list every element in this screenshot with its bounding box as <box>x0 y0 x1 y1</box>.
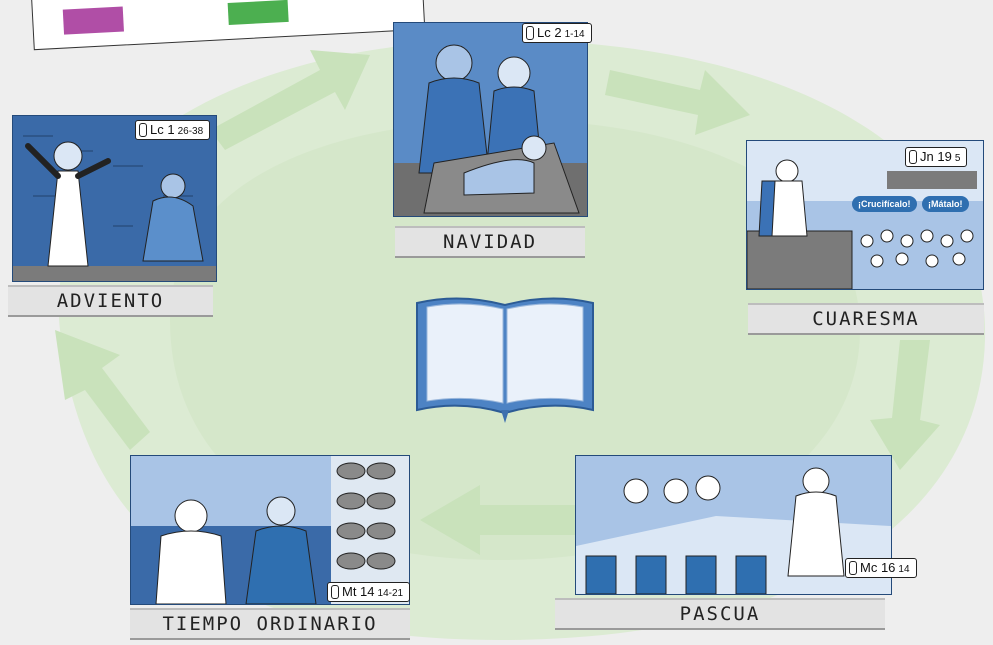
loaves-and-fishes-scene <box>131 456 409 604</box>
arrow-ordinary-to-advent <box>55 330 150 450</box>
ecce-homo-scene <box>747 141 983 289</box>
label-cuaresma: CUARESMA <box>748 303 984 335</box>
panel-tiempo-ordinario <box>130 455 410 605</box>
arrow-lent-to-easter <box>870 340 940 470</box>
resurrection-scene <box>576 456 891 594</box>
label-pascua: PASCUA <box>555 598 885 630</box>
panel-pascua <box>575 455 892 595</box>
panel-navidad <box>393 22 588 217</box>
label-tiempo-ordinario: TIEMPO ORDINARIO <box>130 608 410 640</box>
arrow-easter-to-ordinary <box>420 485 585 555</box>
label-adviento: ADVIENTO <box>8 285 213 317</box>
arrow-advent-to-christmas <box>210 50 370 150</box>
panel-cuaresma <box>746 140 984 290</box>
nativity-scene <box>394 23 587 216</box>
paper-purple-block <box>62 6 124 35</box>
speech-bubble-crucify: ¡Crucifícalo! <box>852 196 917 212</box>
label-navidad: NAVIDAD <box>395 226 585 258</box>
annunciation-scene <box>13 116 216 281</box>
panel-adviento <box>12 115 217 282</box>
cycle-arrows <box>55 50 940 555</box>
speech-bubble-kill: ¡Mátalo! <box>922 196 969 212</box>
open-book-icon <box>416 297 594 423</box>
paper-green-block <box>227 0 289 25</box>
arrow-christmas-to-lent <box>605 70 750 135</box>
